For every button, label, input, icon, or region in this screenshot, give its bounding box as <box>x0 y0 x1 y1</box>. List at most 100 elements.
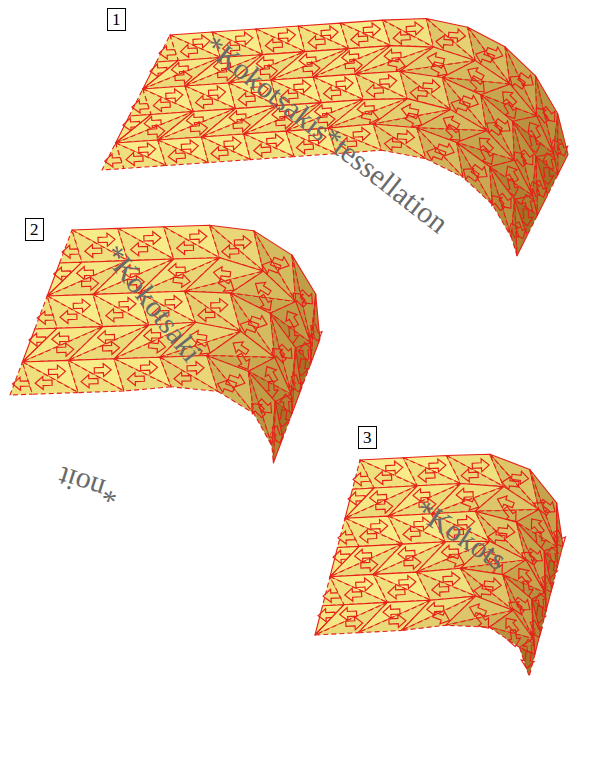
arrow-mark <box>37 311 54 325</box>
arrow-mark <box>472 458 490 472</box>
mesh-facet <box>158 140 209 166</box>
arrow-mark <box>344 588 362 602</box>
arrow-mark <box>436 35 454 49</box>
arrow-mark <box>12 377 29 391</box>
arrow-mark <box>388 585 406 599</box>
mesh-facet <box>340 23 390 48</box>
arrow-mark <box>473 611 494 632</box>
mesh-facet <box>457 143 493 205</box>
mesh-facet <box>207 356 254 414</box>
arrow-mark <box>144 231 161 245</box>
callout-box: 2 <box>25 218 44 241</box>
arrow-mark <box>520 651 535 669</box>
arrow-mark <box>81 375 98 389</box>
mesh-facet <box>116 143 167 169</box>
mesh-facet <box>457 143 493 205</box>
watermark-text: *noit <box>54 460 123 511</box>
arrow-mark <box>215 378 235 396</box>
folded-sheet <box>10 225 324 463</box>
mesh-facet <box>164 227 220 259</box>
arrow-mark <box>62 245 79 259</box>
arrow-mark <box>153 98 171 112</box>
mesh-facet <box>207 356 254 414</box>
mesh-facet <box>355 71 407 98</box>
callout-box: 1 <box>107 8 126 31</box>
arrow-mark <box>48 365 65 379</box>
mesh-facet <box>520 647 535 676</box>
arrow-mark <box>359 529 377 543</box>
arrow-mark <box>57 343 74 357</box>
arrow-mark <box>487 192 508 213</box>
arrow-mark <box>176 241 193 255</box>
arrow-mark <box>211 298 228 312</box>
arrow-mark <box>198 308 215 322</box>
mesh-facet <box>417 128 463 178</box>
arrow-mark <box>247 399 268 420</box>
arrow-mark <box>431 583 449 597</box>
mesh-facet <box>256 29 305 55</box>
arrow-mark <box>323 86 341 100</box>
arrow-mark <box>404 556 422 570</box>
arrow-mark <box>350 32 368 46</box>
mesh-facet <box>417 128 463 178</box>
arrow-mark <box>461 468 479 482</box>
arrow-mark <box>366 84 384 98</box>
folded-sheet <box>315 454 569 676</box>
arrow-mark <box>375 500 393 514</box>
arrow-mark <box>345 616 363 630</box>
arrow-mark <box>180 44 198 58</box>
arrow-mark <box>418 469 436 483</box>
callout-box: 3 <box>358 426 377 449</box>
arrow-mark <box>60 310 77 324</box>
arrow-mark <box>406 21 424 35</box>
arrow-mark <box>35 376 52 390</box>
arrow-mark <box>94 363 111 377</box>
mesh-facet <box>244 134 294 160</box>
arrow-mark <box>173 273 191 288</box>
mesh-facet <box>313 77 363 103</box>
arrow-mark <box>253 143 271 157</box>
arrow-mark <box>234 235 251 249</box>
callout-number: 3 <box>363 428 372 447</box>
mesh-facet <box>355 74 407 100</box>
arrow-mark <box>384 137 402 151</box>
arrow-mark <box>385 461 403 475</box>
arrow-mark <box>213 266 231 281</box>
arrow-mark <box>360 558 378 572</box>
arrow-mark <box>460 164 481 184</box>
arrow-mark <box>211 146 229 160</box>
arrow-mark <box>410 86 428 100</box>
mesh-facet <box>475 487 539 512</box>
arrow-mark <box>443 572 461 586</box>
arrow-mark <box>73 299 90 313</box>
arrow-mark <box>174 372 191 386</box>
arrow-mark <box>222 245 239 259</box>
arrow-mark <box>168 149 186 163</box>
callout-number: 1 <box>112 10 121 29</box>
mesh-facet <box>383 20 434 47</box>
folded-sheet <box>102 19 571 256</box>
arrow-mark <box>389 614 407 628</box>
arrow-mark <box>393 31 411 45</box>
mesh-facet <box>185 86 236 112</box>
arrow-mark <box>131 99 149 113</box>
mesh-facet <box>202 137 251 163</box>
arrow-mark <box>140 361 157 375</box>
arrow-mark <box>102 341 119 355</box>
mesh-facet <box>511 199 517 255</box>
arrow-mark <box>190 230 207 244</box>
arrow-mark <box>126 152 144 166</box>
arrow-mark <box>98 233 115 247</box>
arrow-mark <box>506 629 521 648</box>
arrow-mark <box>506 221 522 239</box>
arrow-mark <box>403 527 421 541</box>
mesh-facet <box>298 26 348 52</box>
arrow-mark <box>159 45 177 59</box>
arrow-mark <box>374 471 392 485</box>
arrow-mark <box>187 361 204 375</box>
arrow-mark <box>268 425 286 445</box>
arrow-mark <box>425 145 445 163</box>
callout-number: 2 <box>30 220 39 239</box>
mesh-facet <box>383 19 434 48</box>
